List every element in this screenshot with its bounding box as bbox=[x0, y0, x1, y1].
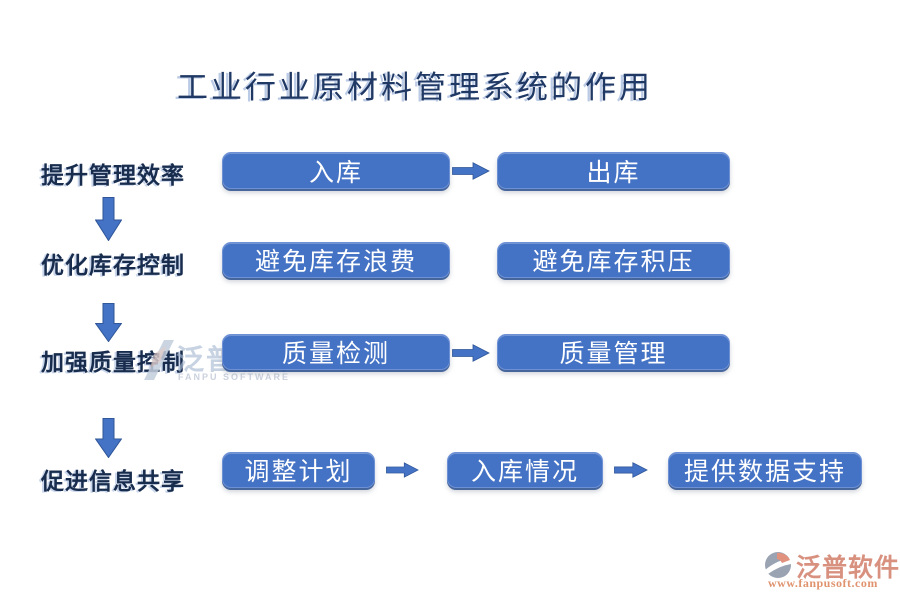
down-arrow-icon bbox=[95, 197, 122, 241]
flow-box-adjust-plan: 调整计划 bbox=[222, 452, 375, 488]
flow-box-inbound: 入库 bbox=[222, 152, 450, 189]
flow-box-avoid-overstock: 避免库存积压 bbox=[497, 242, 730, 278]
fanpu-watermark-icon bbox=[144, 340, 174, 380]
fanpu-logo-icon bbox=[765, 552, 791, 578]
fanpu-logo-url: www.fanpusoft.com bbox=[768, 576, 878, 590]
flow-box-inbound-status: 入库情况 bbox=[447, 452, 603, 488]
page-title: 工业行业原材料管理系统的作用 bbox=[177, 70, 653, 105]
fanpu-logo-text: 泛普软件 bbox=[796, 555, 900, 582]
right-arrow-icon bbox=[386, 462, 419, 478]
flow-box-quality-management: 质量管理 bbox=[497, 334, 730, 370]
flow-box-quality-inspection: 质量检测 bbox=[222, 334, 450, 370]
row-label-promote-sharing: 促进信息共享 bbox=[41, 469, 185, 494]
row-label-improve-efficiency: 提升管理效率 bbox=[41, 163, 185, 188]
right-arrow-icon bbox=[452, 344, 490, 362]
row-label-optimize-inventory: 优化库存控制 bbox=[41, 253, 185, 278]
flow-box-avoid-waste: 避免库存浪费 bbox=[222, 242, 450, 278]
flow-box-provide-data-support: 提供数据支持 bbox=[668, 452, 862, 488]
right-arrow-icon bbox=[614, 462, 648, 478]
flow-box-outbound: 出库 bbox=[497, 152, 730, 189]
down-arrow-icon bbox=[95, 303, 122, 342]
right-arrow-icon bbox=[452, 162, 490, 180]
watermark-subtext: FANPU SOFTWARE bbox=[178, 372, 291, 382]
down-arrow-icon bbox=[95, 418, 122, 458]
